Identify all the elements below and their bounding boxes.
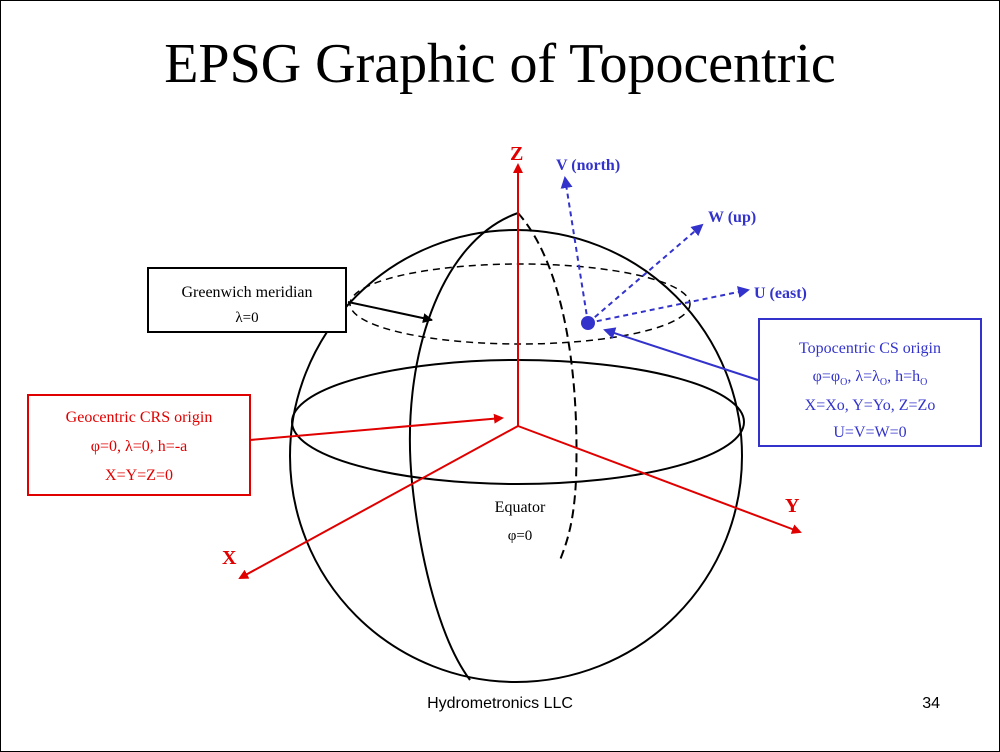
topocentric-coords: φ=φO, λ=λO, h=hO [813, 368, 928, 388]
slide-title: EPSG Graphic of Topocentric [164, 33, 836, 95]
v-axis-label: V (north) [556, 157, 620, 174]
w-axis [587, 223, 704, 324]
geocentric-box [27, 394, 251, 496]
greenwich-lambda: λ=0 [235, 310, 258, 326]
v-axis [560, 176, 589, 324]
geocentric-coords: φ=0, λ=0, h=-a [91, 438, 188, 455]
page-number: 34 [922, 695, 940, 712]
greenwich-pointer [347, 301, 433, 324]
y-axis [517, 425, 802, 534]
geocentric-xyz: X=Y=Z=0 [105, 467, 173, 484]
topocentric-meridian [517, 212, 578, 561]
z-axis-label: Z [510, 143, 523, 165]
equator-label: Equator [495, 499, 546, 516]
geocentric-pointer [249, 413, 504, 441]
topocentric-xyz: X=Xo, Y=Yo, Z=Zo [805, 397, 936, 414]
y-axis-label: Y [785, 495, 800, 517]
x-axis-label: X [222, 547, 237, 569]
u-axis [587, 286, 750, 324]
equator-phi: φ=0 [508, 528, 533, 544]
w-axis-label: W (up) [708, 209, 756, 226]
topocentric-box [758, 318, 982, 447]
greenwich-meridian-curve [408, 212, 519, 681]
geocentric-title: Geocentric CRS origin [66, 409, 213, 426]
upper-parallel [349, 263, 691, 345]
topocentric-title: Topocentric CS origin [799, 340, 941, 357]
greenwich-label: Greenwich meridian [181, 284, 312, 301]
greenwich-box [147, 267, 347, 333]
topocentric-uvw: U=V=W=0 [833, 424, 906, 441]
u-axis-label: U (east) [754, 285, 807, 302]
footer-company: Hydrometronics LLC [427, 695, 573, 712]
x-axis [238, 425, 519, 579]
topocentric-pointer [603, 327, 759, 381]
sphere-outline [289, 229, 743, 683]
